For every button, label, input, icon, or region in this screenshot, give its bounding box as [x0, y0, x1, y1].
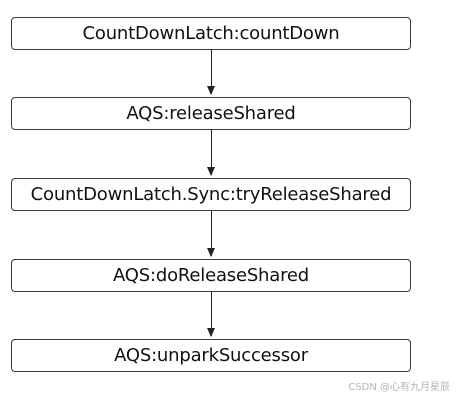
node-countdownlatch-countdown: CountDownLatch:countDown — [11, 17, 411, 50]
watermark-text: CSDN @心有九月星辰 — [348, 382, 450, 393]
arrow-3 — [207, 211, 215, 257]
node-sync-tryreleaseshared: CountDownLatch.Sync:tryReleaseShared — [11, 178, 411, 211]
arrow-2 — [207, 130, 215, 176]
node-aqs-unparksuccessor: AQS:unparkSuccessor — [11, 339, 411, 372]
node-aqs-doreleaseshared: AQS:doReleaseShared — [11, 259, 411, 292]
arrow-1 — [207, 50, 215, 95]
node-aqs-releaseshared: AQS:releaseShared — [11, 97, 411, 130]
arrow-4 — [207, 292, 215, 337]
